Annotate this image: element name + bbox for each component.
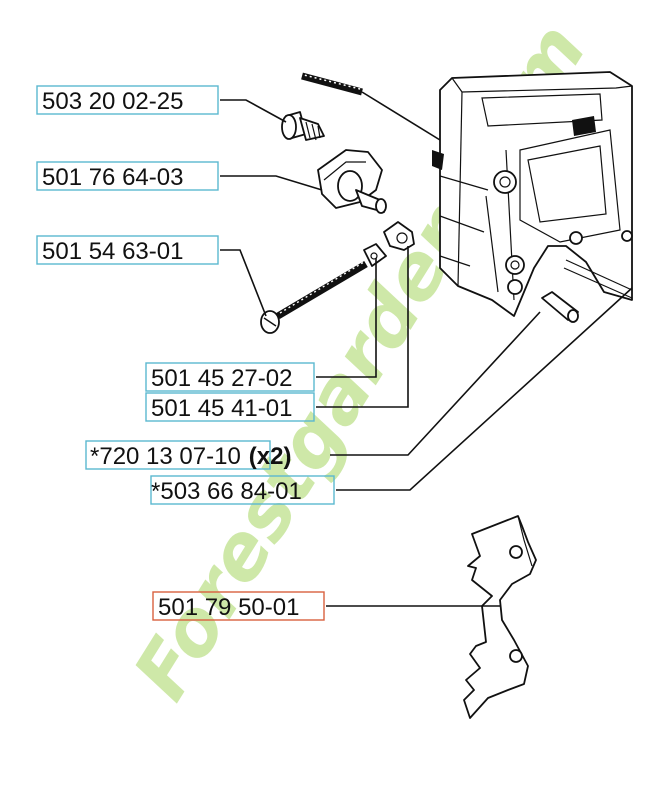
part-label-4[interactable]: 501 45 41-01 [145,392,315,422]
part-number: *503 66 84-01 [151,478,302,505]
chain-catcher-drawing [317,149,387,214]
part-number-with-qty: *720 13 07-10 (x2) [90,443,291,470]
chain-adjuster-rod-drawing [299,72,441,141]
part-label-2[interactable]: 501 54 63-01 [36,235,219,265]
part-label-0[interactable]: 503 20 02-25 [36,85,219,115]
part-number: 501 54 63-01 [42,238,183,265]
part-label-6[interactable]: *503 66 84-01 [150,475,335,505]
leader-lines [220,99,633,607]
part-number: *720 13 07-10 [90,443,241,470]
part-number: 503 20 02-25 [42,88,183,115]
adjuster-nut-drawing [383,221,415,251]
saw-housing-drawing [432,71,633,317]
part-number: 501 79 50-01 [158,594,299,621]
part-number: 501 76 64-03 [42,164,183,191]
bar-bolt-drawing [281,111,325,141]
part-label-3[interactable]: 501 45 27-02 [145,362,315,392]
guide-bar-stud-drawing [541,259,633,323]
washer-drawing [363,243,387,267]
part-label-1[interactable]: 501 76 64-03 [36,161,219,191]
part-label-7[interactable]: 501 79 50-01 [152,591,325,621]
part-quantity: (x2) [249,443,292,470]
part-number: 501 45 27-02 [151,365,292,392]
part-number: 501 45 41-01 [151,395,292,422]
bumper-spike-drawing [463,515,537,719]
part-label-5[interactable]: *720 13 07-10 (x2) [85,440,291,470]
tensioner-screw-drawing [260,260,368,334]
